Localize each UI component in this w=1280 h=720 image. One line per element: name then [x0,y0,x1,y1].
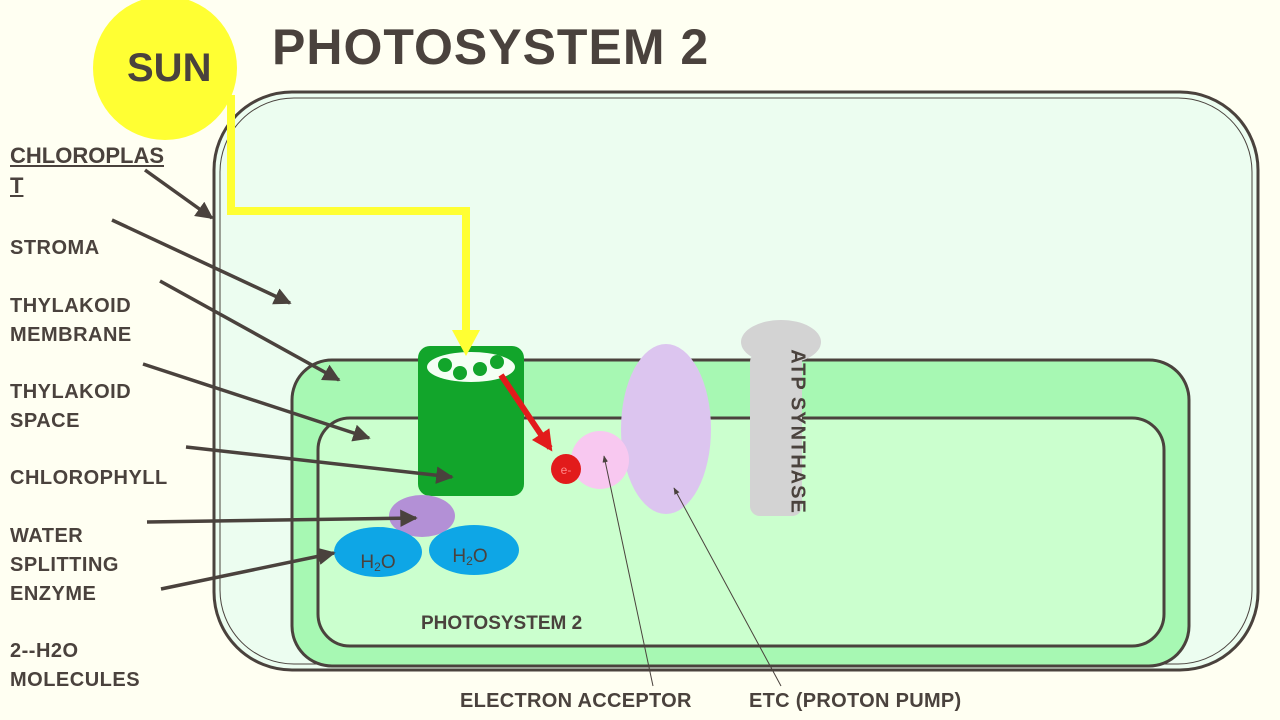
chlorophyll-label: CHLOROPHYLL [10,467,168,489]
enzyme-arrow [146,509,418,527]
water-arrow [160,547,336,591]
thylakoid-space-label: THYLAKOID SPACE [10,381,132,432]
etc-arrow [673,487,782,687]
svg-text:H2O: H2O [452,546,487,568]
electron-symbol: e- [561,463,572,477]
stroma-arrow [111,218,292,305]
chlorophyll-complex [418,346,524,496]
thylakoid-membrane-arrow [159,279,341,382]
sun-label: SUN [127,46,212,90]
electron [551,454,581,484]
thin-pointer-arrows [602,455,782,687]
electron-acceptor [571,431,629,489]
electron-transfer-arrow [498,373,553,452]
thylakoid-space-arrow [142,362,371,442]
diagram-title: PHOTOSYSTEM 2 [272,19,710,75]
thylakoid-space [316,416,1166,648]
svg-text:H2O: H2O [360,552,395,574]
water-splitting-enzyme-label: WATER SPLITTING ENZYME [10,525,119,605]
light-path [227,95,470,335]
electron-acceptor-arrow [602,455,654,687]
etc-label: ETC (PROTON PUMP) [749,690,962,712]
stroma-label: STROMA [10,237,100,259]
atp-synthase [741,320,821,516]
light-arrowhead [452,330,480,356]
electron-acceptor-label: ELECTRON ACCEPTOR [460,690,692,712]
chlorophyll-arrow [185,445,454,484]
photosystem-label: PHOTOSYSTEM 2 [421,613,583,634]
pointer-arrows [111,168,454,591]
h2o-molecules-label: 2--H2O MOLECULES [10,640,141,691]
water-molecule-2: H2O [429,525,519,575]
sun [93,0,237,140]
chloroplast-arrow [143,168,214,220]
water-molecule-1: H2O [334,527,422,577]
atp-synthase-label: ATP SYNTHASE [786,349,809,514]
chlorophyll-dots [438,355,504,380]
chloroplast-label: CHLOROPLAS T [10,143,164,198]
etc-proton-pump [621,344,711,514]
thylakoid-membrane-label: THYLAKOID MEMBRANE [10,295,132,346]
